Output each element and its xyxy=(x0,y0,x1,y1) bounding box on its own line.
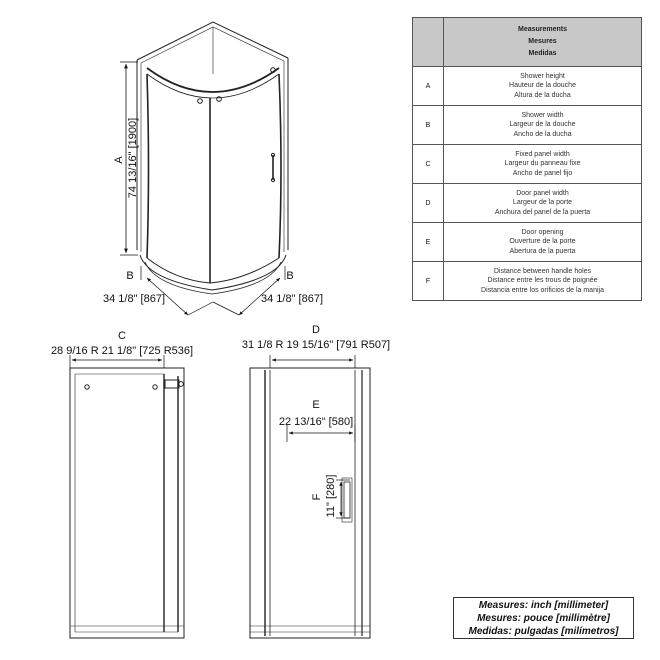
row-line: Distance entre les trous de poignée xyxy=(487,277,598,285)
dim-b-right-letter: B xyxy=(286,270,293,282)
dim-b-left-value: 34 1/8" [867] xyxy=(103,293,165,305)
dimension-b xyxy=(140,266,286,316)
perspective-view xyxy=(136,21,289,295)
measurements-table: Measurements Mesures Medidas A Shower he… xyxy=(412,17,642,301)
dimension-e xyxy=(286,425,356,442)
row-description: Shower height Hauteur de la douche Altur… xyxy=(443,66,642,106)
table-row: C Fixed panel width Largeur du panneau f… xyxy=(412,144,642,184)
table-row: D Door panel width Largeur de la porte A… xyxy=(412,183,642,223)
dim-f-value: 11" [280] xyxy=(325,475,337,518)
dim-d-letter: D xyxy=(312,324,320,336)
dimension-c xyxy=(69,355,165,368)
table-row: A Shower height Hauteur de la douche Alt… xyxy=(412,66,642,106)
table-header: Measurements Mesures Medidas xyxy=(443,17,642,67)
row-line: Distancia entre los orificios de la mani… xyxy=(481,286,604,294)
dim-e-value: 22 13/16" [580] xyxy=(279,416,353,428)
dim-d-value: 31 1/8 R 19 15/16" [791 R507] xyxy=(242,339,390,351)
row-line: Hauteur de la douche xyxy=(509,82,576,90)
row-key: C xyxy=(412,144,444,184)
dim-f-letter: F xyxy=(311,493,323,500)
table-row: F Distance between handle holes Distance… xyxy=(412,261,642,301)
dim-b-left-letter: B xyxy=(126,270,133,282)
table-header-key xyxy=(412,17,444,67)
row-line: Shower height xyxy=(520,72,565,80)
row-line: Ouverture de la porte xyxy=(509,238,576,246)
dim-b-right-value: 34 1/8" [867] xyxy=(261,293,323,305)
row-line: Door opening xyxy=(521,228,564,236)
row-line: Largeur de la porte xyxy=(512,199,573,207)
dim-e-letter: E xyxy=(312,399,319,411)
row-description: Door panel width Largeur de la porte Anc… xyxy=(443,183,642,223)
row-line: Shower width xyxy=(521,111,564,119)
row-description: Fixed panel width Largeur du panneau fix… xyxy=(443,144,642,184)
fixed-panel-view xyxy=(69,367,185,639)
row-line: Fixed panel width xyxy=(515,150,570,158)
dimension-f xyxy=(336,479,350,519)
row-key: E xyxy=(412,222,444,262)
dim-c-value: 28 9/16 R 21 1/8" [725 R536] xyxy=(51,345,193,357)
row-description: Door opening Ouverture de la porte Abert… xyxy=(443,222,642,262)
table-row: B Shower width Largeur de la douche Anch… xyxy=(412,105,642,145)
header-line: Measurements xyxy=(517,26,568,33)
row-line: Largeur de la douche xyxy=(509,121,576,129)
row-line: Door panel width xyxy=(516,189,569,197)
row-line: Anchura del panel de la puerta xyxy=(494,208,591,216)
header-line: Mesures xyxy=(528,38,557,45)
dim-a-value: 74 13/16" [1900] xyxy=(127,118,139,198)
row-line: Abertura de la puerta xyxy=(509,247,576,255)
header-line: Medidas xyxy=(528,50,557,57)
table-header-row: Measurements Mesures Medidas xyxy=(412,17,642,67)
units-line-spanish: Medidas: pulgadas [milímetros] xyxy=(468,626,619,637)
units-legend: Measures: inch [millimeter] Mesures: pou… xyxy=(453,597,634,639)
row-key: A xyxy=(412,66,444,106)
row-key: F xyxy=(412,261,444,301)
row-line: Distance between handle holes xyxy=(493,267,592,275)
row-line: Ancho de panel fijo xyxy=(512,169,573,177)
units-line-french: Mesures: pouce [millimètre] xyxy=(477,613,610,624)
row-line: Largeur du panneau fixe xyxy=(504,160,581,168)
row-line: Ancho de la ducha xyxy=(513,130,572,138)
table-row: E Door opening Ouverture de la porte Abe… xyxy=(412,222,642,262)
dim-a-letter: A xyxy=(113,156,125,164)
row-description: Shower width Largeur de la douche Ancho … xyxy=(443,105,642,145)
units-line-english: Measures: inch [millimeter] xyxy=(478,600,609,611)
dim-c-letter: C xyxy=(118,330,126,342)
row-key: D xyxy=(412,183,444,223)
dimension-a xyxy=(120,61,138,256)
door-panel-view xyxy=(249,367,371,639)
row-description: Distance between handle holes Distance e… xyxy=(443,261,642,301)
row-key: B xyxy=(412,105,444,145)
dimension-d xyxy=(269,355,356,368)
row-line: Altura de la ducha xyxy=(514,91,571,99)
